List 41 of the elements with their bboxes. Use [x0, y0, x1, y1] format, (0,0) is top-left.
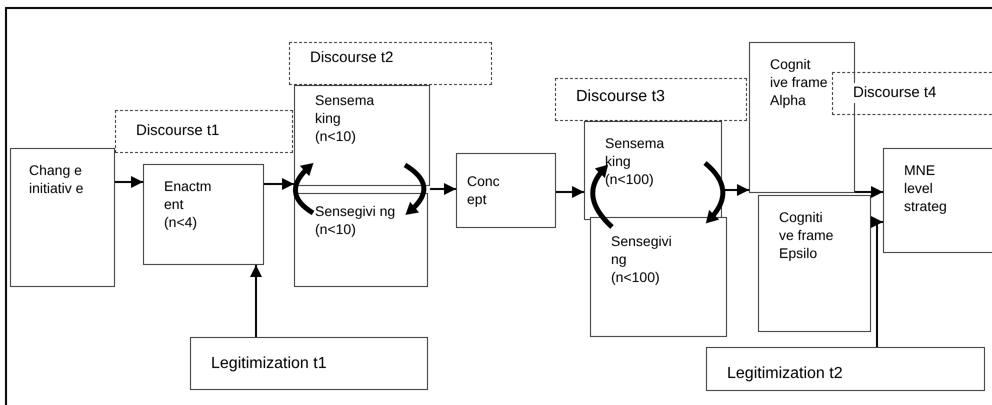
process-box [294, 85, 430, 186]
box-text: MNE level strateg [904, 161, 948, 216]
process-box [584, 121, 722, 220]
process-box [883, 148, 992, 253]
box-text: Enactm ent (n<4) [164, 177, 212, 232]
box-text: Sensema king (n<100) [605, 134, 666, 189]
arrow [855, 186, 883, 198]
process-box [456, 153, 556, 228]
curved-arrow [404, 162, 426, 216]
process-box [143, 164, 264, 265]
box-text: Sensegivi ng (n<10) [315, 202, 396, 238]
process-box [294, 193, 428, 287]
process-box [10, 148, 115, 287]
box-text: Cognit ive frame Alpha [770, 55, 828, 110]
curved-arrow [590, 164, 614, 229]
curved-arrow [703, 161, 726, 224]
process-box [706, 347, 985, 391]
box-text: Conc ept [467, 172, 501, 208]
box-text: Discourse t4 [853, 83, 936, 102]
arrow [722, 184, 749, 196]
dashed-label-box [832, 72, 992, 115]
box-text: Sensema king (n<10) [315, 91, 376, 146]
box-text: Cogniti ve frame Epsilo [779, 208, 834, 263]
process-box [758, 195, 871, 332]
dashed-label-box [115, 110, 293, 153]
box-text: Chang e initiativ e [29, 161, 84, 198]
process-box [749, 42, 855, 193]
process-box [590, 217, 727, 337]
arrow [250, 265, 262, 337]
box-text: Legitimization t2 [727, 364, 843, 384]
arrow [115, 176, 143, 188]
arrow [430, 183, 456, 195]
arrow [556, 186, 584, 198]
dashed-label-box [555, 78, 747, 121]
arrow [871, 216, 883, 347]
dashed-label-box [289, 42, 492, 85]
process-box [190, 337, 428, 390]
box-text: Legitimization t1 [211, 354, 327, 374]
box-text: Sensegivi ng (n<100) [611, 232, 673, 287]
arrow [264, 178, 294, 190]
curved-arrow [293, 162, 314, 216]
